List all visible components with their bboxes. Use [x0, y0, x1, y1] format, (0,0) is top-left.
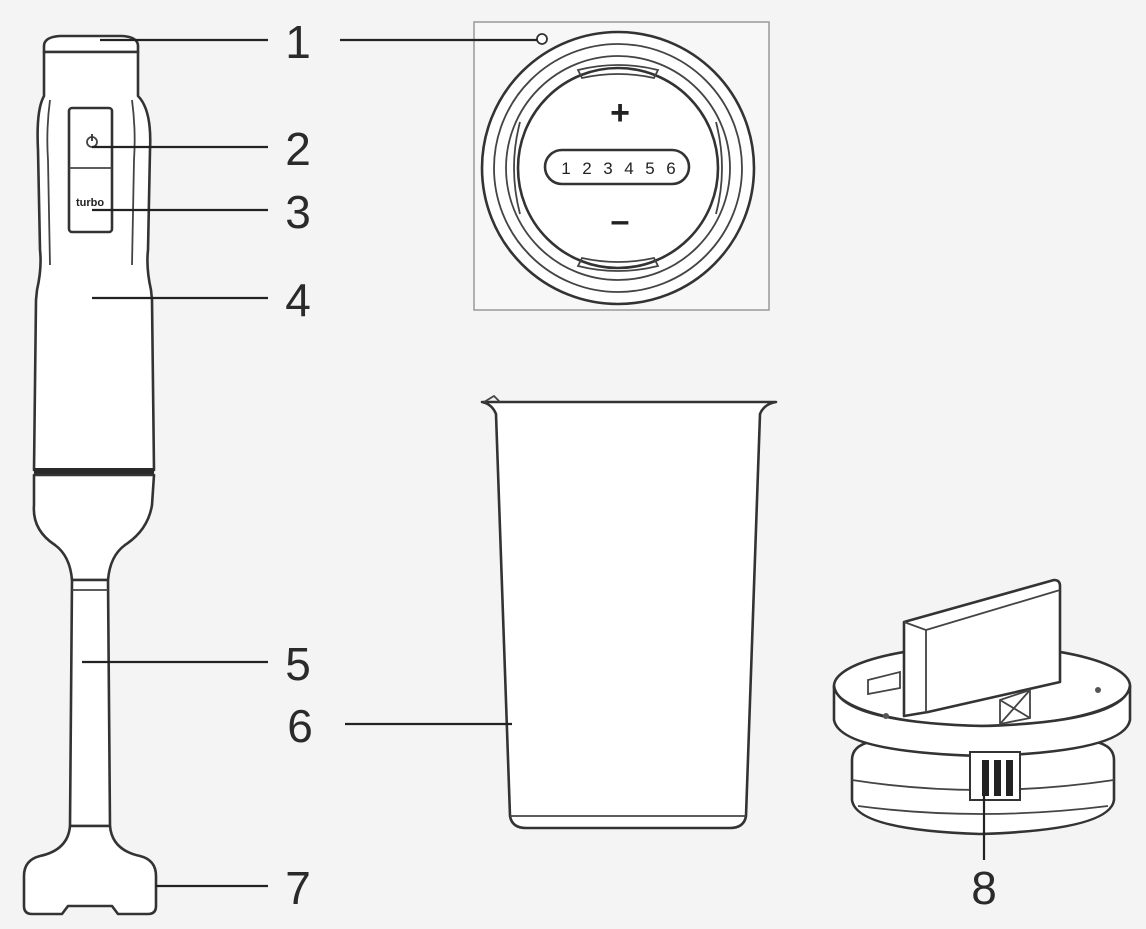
- speed-5: 5: [645, 159, 654, 178]
- speed-1: 1: [561, 159, 570, 178]
- speed-3: 3: [603, 159, 612, 178]
- speed-dial-view: + – 1 2 3 4 5 6: [473, 21, 770, 311]
- callout-6: 6: [287, 700, 313, 752]
- measuring-beaker: [480, 394, 778, 830]
- callout-7: 7: [285, 862, 311, 914]
- speed-scale: [543, 148, 691, 186]
- speed-minus-sign: –: [611, 202, 630, 240]
- callout-lines: [82, 38, 986, 888]
- callout-3: 3: [285, 186, 311, 238]
- motor-top-cap: [42, 34, 140, 54]
- turbo-button-label[interactable]: turbo: [76, 197, 104, 209]
- callout-5: 5: [285, 638, 311, 690]
- callout-1-anchor: [536, 33, 548, 45]
- callout-8: 8: [971, 862, 997, 914]
- speed-numbers: 1 2 3 4 5 6: [561, 159, 675, 178]
- blender-shaft: [68, 578, 112, 828]
- lid-grip-tab: [902, 578, 1062, 718]
- callout-numbers: 1 2 3 4 5 6 7 8: [285, 16, 997, 914]
- blade-guard: [22, 824, 158, 916]
- beaker-lid: [832, 578, 1132, 836]
- motor-band: [34, 468, 154, 475]
- button-panel: [67, 106, 114, 234]
- callout-4: 4: [285, 274, 311, 326]
- beaker-body: [480, 400, 778, 830]
- callout-1: 1: [285, 16, 311, 68]
- hand-blender: turbo: [22, 34, 158, 916]
- speed-plus-sign: +: [610, 94, 630, 132]
- speed-2: 2: [582, 159, 591, 178]
- shaft-collar: [32, 473, 156, 582]
- callout-2: 2: [285, 123, 311, 175]
- speed-6: 6: [666, 159, 675, 178]
- speed-4: 4: [624, 159, 633, 178]
